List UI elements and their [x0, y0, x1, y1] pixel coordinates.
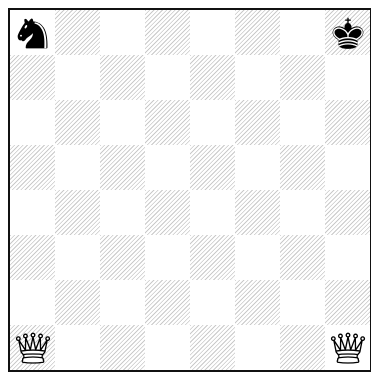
- square-d4[interactable]: [145, 190, 190, 235]
- square-g4[interactable]: [280, 190, 325, 235]
- white-queen-icon[interactable]: [13, 328, 53, 368]
- square-b4[interactable]: [55, 190, 100, 235]
- square-c6[interactable]: [100, 100, 145, 145]
- square-g6[interactable]: [280, 100, 325, 145]
- square-g1[interactable]: [280, 325, 325, 370]
- square-h5[interactable]: [325, 145, 370, 190]
- square-d2[interactable]: [145, 280, 190, 325]
- square-c4[interactable]: [100, 190, 145, 235]
- square-a3[interactable]: [10, 235, 55, 280]
- square-d7[interactable]: [145, 55, 190, 100]
- square-g3[interactable]: [280, 235, 325, 280]
- square-c7[interactable]: [100, 55, 145, 100]
- square-h3[interactable]: [325, 235, 370, 280]
- square-a8[interactable]: [10, 10, 55, 55]
- square-b1[interactable]: [55, 325, 100, 370]
- square-f2[interactable]: [235, 280, 280, 325]
- square-c8[interactable]: [100, 10, 145, 55]
- square-b5[interactable]: [55, 145, 100, 190]
- square-g5[interactable]: [280, 145, 325, 190]
- square-c5[interactable]: [100, 145, 145, 190]
- square-f6[interactable]: [235, 100, 280, 145]
- square-a4[interactable]: [10, 190, 55, 235]
- square-e8[interactable]: [190, 10, 235, 55]
- square-b3[interactable]: [55, 235, 100, 280]
- square-e3[interactable]: [190, 235, 235, 280]
- square-a2[interactable]: [10, 280, 55, 325]
- black-knight-icon[interactable]: [13, 13, 53, 53]
- square-b2[interactable]: [55, 280, 100, 325]
- square-e4[interactable]: [190, 190, 235, 235]
- square-a6[interactable]: [10, 100, 55, 145]
- square-b7[interactable]: [55, 55, 100, 100]
- chess-board[interactable]: [8, 8, 371, 372]
- square-h4[interactable]: [325, 190, 370, 235]
- square-e2[interactable]: [190, 280, 235, 325]
- square-f4[interactable]: [235, 190, 280, 235]
- square-h7[interactable]: [325, 55, 370, 100]
- square-d3[interactable]: [145, 235, 190, 280]
- square-h2[interactable]: [325, 280, 370, 325]
- square-d8[interactable]: [145, 10, 190, 55]
- square-a5[interactable]: [10, 145, 55, 190]
- square-f5[interactable]: [235, 145, 280, 190]
- square-f8[interactable]: [235, 10, 280, 55]
- square-f3[interactable]: [235, 235, 280, 280]
- square-f7[interactable]: [235, 55, 280, 100]
- square-h8[interactable]: [325, 10, 370, 55]
- square-e5[interactable]: [190, 145, 235, 190]
- square-e1[interactable]: [190, 325, 235, 370]
- square-c2[interactable]: [100, 280, 145, 325]
- square-b6[interactable]: [55, 100, 100, 145]
- square-c3[interactable]: [100, 235, 145, 280]
- black-king-icon[interactable]: [328, 13, 368, 53]
- square-h1[interactable]: [325, 325, 370, 370]
- square-f1[interactable]: [235, 325, 280, 370]
- square-h6[interactable]: [325, 100, 370, 145]
- square-e7[interactable]: [190, 55, 235, 100]
- square-c1[interactable]: [100, 325, 145, 370]
- white-queen-icon[interactable]: [328, 328, 368, 368]
- square-d5[interactable]: [145, 145, 190, 190]
- square-a7[interactable]: [10, 55, 55, 100]
- square-d1[interactable]: [145, 325, 190, 370]
- square-g8[interactable]: [280, 10, 325, 55]
- square-b8[interactable]: [55, 10, 100, 55]
- square-e6[interactable]: [190, 100, 235, 145]
- square-a1[interactable]: [10, 325, 55, 370]
- square-g2[interactable]: [280, 280, 325, 325]
- square-g7[interactable]: [280, 55, 325, 100]
- square-d6[interactable]: [145, 100, 190, 145]
